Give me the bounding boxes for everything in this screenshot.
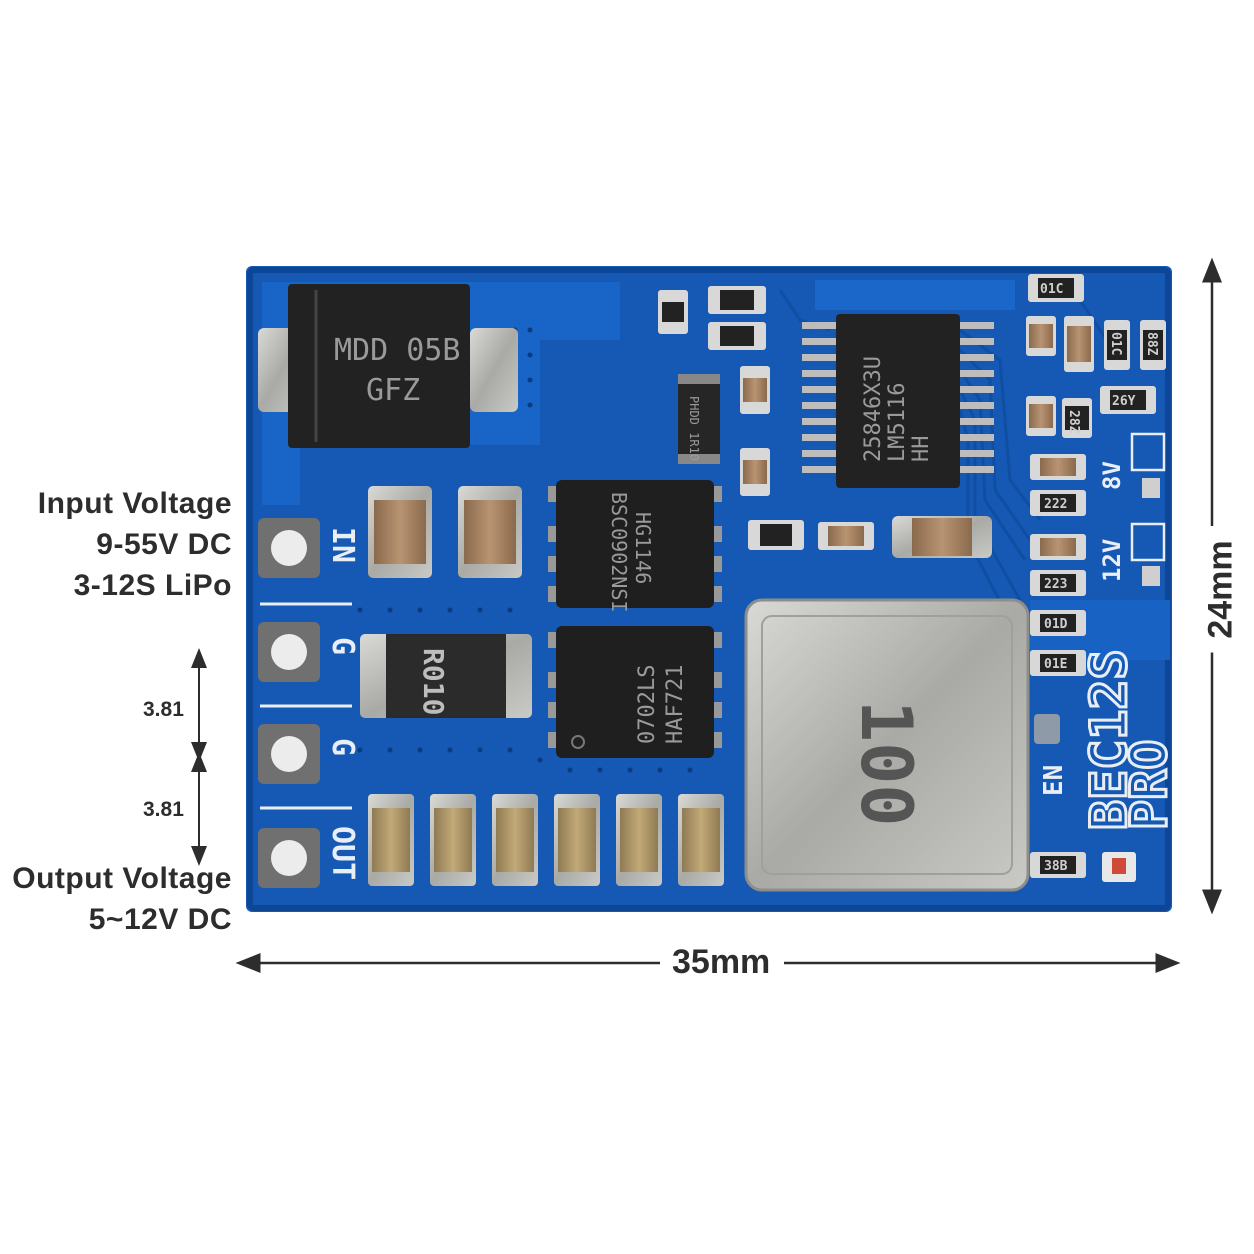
board-subtitle: PRO	[1120, 740, 1178, 830]
svg-text:26Y: 26Y	[1112, 394, 1136, 409]
output-voltage-title: Output Voltage	[12, 862, 232, 895]
small-passives	[658, 274, 1166, 882]
svg-text:PHDD 1R10: PHDD 1R10	[687, 396, 701, 461]
board-title: BEC12S	[1080, 649, 1138, 830]
diode-marking-bottom: GFZ	[366, 373, 420, 408]
svg-text:88Z: 88Z	[1144, 332, 1159, 356]
controller-ic: 25846X3U LM5116 HH	[802, 314, 994, 488]
svg-text:28Z: 28Z	[1066, 410, 1081, 434]
pad-gnd-2	[271, 736, 307, 772]
pad-label-g1: G	[325, 637, 360, 655]
label-en: EN	[1039, 765, 1069, 796]
svg-text:01C: 01C	[1108, 332, 1123, 355]
svg-text:HH: HH	[909, 436, 934, 463]
pad-label-out: OUT	[325, 826, 360, 880]
pad-out	[271, 840, 307, 876]
input-voltage-range: 9-55V DC	[96, 528, 232, 561]
svg-text:01E: 01E	[1044, 657, 1067, 672]
inductor-marking: 100	[845, 700, 927, 826]
width-dimension-label: 35mm	[664, 943, 779, 982]
pad-pitch-label-upper: 3.81	[143, 698, 184, 721]
svg-text:38B: 38B	[1044, 859, 1068, 874]
pad-label-in: IN	[325, 527, 360, 563]
label-12v: 12V	[1098, 539, 1126, 582]
pad-pitch-label-lower: 3.81	[143, 798, 184, 821]
svg-text:222: 222	[1044, 497, 1067, 512]
svg-text:LM5116: LM5116	[885, 383, 910, 462]
pad-label-g2: G	[325, 738, 360, 756]
label-8v: 8V	[1098, 461, 1126, 490]
schottky-diode	[288, 284, 470, 448]
input-cell-count: 3-12S LiPo	[73, 569, 232, 602]
svg-text:01C: 01C	[1040, 282, 1063, 297]
svg-text:0702LS: 0702LS	[635, 665, 660, 744]
svg-text:BSC0902NSI: BSC0902NSI	[607, 492, 631, 612]
svg-text:25846X3U: 25846X3U	[861, 356, 886, 462]
svg-text:HAF721: HAF721	[663, 665, 688, 744]
mosfet-1: BSC0902NSI HG1146	[548, 480, 722, 612]
svg-text:223: 223	[1044, 577, 1067, 592]
mosfet-2: 0702LS HAF721	[548, 626, 722, 758]
diode-marking-top: MDD 05B	[334, 333, 460, 368]
output-voltage-range: 5~12V DC	[88, 903, 232, 936]
input-voltage-title: Input Voltage	[37, 487, 232, 520]
height-dimension-label: 24mm	[1201, 526, 1241, 653]
power-inductor	[744, 598, 1030, 892]
svg-text:HG1146: HG1146	[631, 512, 655, 584]
svg-text:01D: 01D	[1044, 617, 1068, 632]
shunt-marking: R010	[417, 648, 450, 715]
solder-pads	[258, 518, 320, 888]
pad-in	[271, 530, 307, 566]
output-capacitors	[368, 794, 724, 886]
small-diode	[678, 374, 720, 464]
pad-gnd-1	[271, 634, 307, 670]
